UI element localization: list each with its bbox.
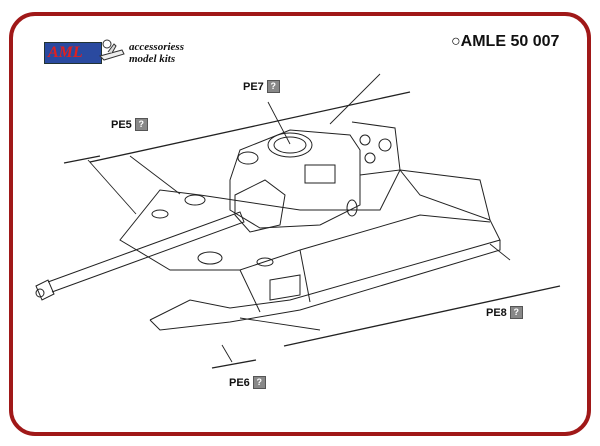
product-code: ○AMLE 50 007 — [451, 33, 560, 50]
help-icon[interactable]: ? — [252, 376, 266, 389]
help-icon[interactable]: ? — [134, 118, 148, 131]
pe5-text: PE5 — [111, 118, 132, 131]
logo-text: AML — [48, 44, 83, 61]
gun-barrel — [35, 211, 245, 301]
part-label-pe6: PE6? — [229, 376, 266, 389]
plane-logo-icon — [99, 39, 125, 61]
product-code-text: AMLE 50 007 — [460, 33, 560, 50]
part-label-pe8: PE8? — [486, 306, 523, 319]
pe6-text: PE6 — [229, 376, 250, 389]
page-frame — [9, 12, 591, 436]
help-icon[interactable]: ? — [266, 80, 280, 93]
pe7-text: PE7 — [243, 80, 264, 93]
pe8-strip — [283, 285, 561, 347]
tagline-accessories: accessoriess — [129, 41, 184, 53]
aml-logo: AML — [44, 42, 102, 64]
help-icon[interactable]: ? — [509, 306, 523, 319]
pe6-strip — [211, 359, 257, 369]
pe8-text: PE8 — [486, 306, 507, 319]
hull — [119, 169, 501, 331]
part-label-pe7: PE7? — [243, 80, 280, 93]
pe-strips — [63, 91, 561, 369]
part-label-pe5: PE5? — [111, 118, 148, 131]
leader-lines — [87, 73, 511, 363]
tagline-model-kits: model kits — [129, 53, 176, 65]
turret — [229, 121, 401, 233]
pe5-pe7-strip — [89, 91, 411, 163]
